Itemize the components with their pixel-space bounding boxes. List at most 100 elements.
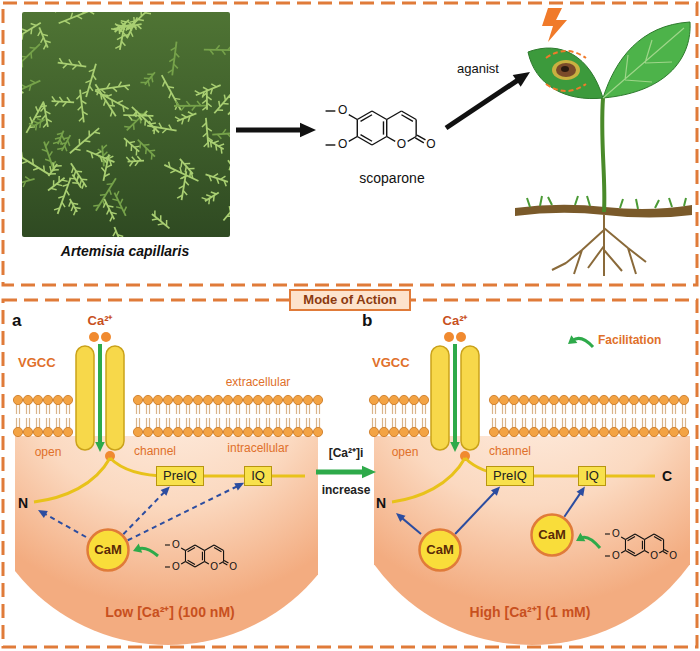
- leaflet: [202, 123, 206, 127]
- lipid-head: [419, 395, 428, 404]
- lipid-head: [13, 395, 22, 404]
- lipid-head: [499, 395, 508, 404]
- leaflet: [124, 86, 128, 90]
- lipid-tail: [632, 418, 633, 428]
- lipid-head: [233, 427, 242, 436]
- leaflet: [115, 46, 120, 49]
- leaflet: [111, 213, 117, 214]
- lipid-tail: [565, 418, 566, 428]
- lipid-tail: [149, 404, 150, 414]
- leaflet: [105, 155, 110, 158]
- leaflet: [228, 45, 230, 50]
- leaflet: [181, 114, 186, 117]
- lipid-tail: [156, 404, 157, 414]
- bond: [415, 120, 416, 137]
- leaflet: [229, 206, 230, 212]
- leaflet: [134, 146, 140, 147]
- lipid-head: [133, 395, 142, 404]
- leaflet: [77, 175, 79, 181]
- frond: [44, 142, 54, 172]
- leaflet: [117, 37, 122, 40]
- leaflet: [96, 151, 101, 154]
- lipid-tail: [256, 418, 257, 428]
- bond: [664, 550, 668, 552]
- leaflet: [127, 21, 132, 25]
- leaflet: [110, 111, 112, 117]
- lipid-head: [273, 395, 282, 404]
- lipid-tail: [319, 404, 320, 414]
- leaflet: [103, 202, 106, 207]
- lipid-tail: [259, 404, 260, 414]
- leaflet: [124, 207, 127, 212]
- frond: [22, 44, 40, 70]
- leaflet: [123, 32, 127, 37]
- lipid-tail: [236, 418, 237, 428]
- terminus-label: C: [662, 468, 672, 484]
- frond: [22, 81, 40, 94]
- leaflet: [183, 190, 187, 194]
- lipid-tail: [552, 404, 553, 414]
- lipid-tail: [625, 404, 626, 414]
- lipid-head: [389, 395, 398, 404]
- leaflet: [120, 27, 123, 32]
- lipid-head: [649, 427, 658, 436]
- lipid-head: [579, 395, 588, 404]
- lipid-tail: [289, 418, 290, 428]
- lipid-head: [243, 427, 252, 436]
- leaflet: [81, 178, 87, 180]
- leaflet: [72, 167, 74, 173]
- leaflet: [177, 195, 182, 198]
- leaflet: [32, 159, 34, 165]
- lipid-tail: [655, 418, 656, 428]
- leaflet: [180, 167, 181, 173]
- leaflet: [229, 165, 230, 171]
- lipid-tail: [562, 418, 563, 428]
- lipid-head: [519, 395, 528, 404]
- leaflet: [65, 146, 67, 152]
- lipid-tail: [286, 418, 287, 428]
- leaflet: [59, 58, 62, 63]
- lipid-tail: [246, 418, 247, 428]
- lipid-tail: [186, 404, 187, 414]
- lipid-tail: [226, 404, 227, 414]
- leaflet: [53, 169, 59, 171]
- leaflet: [72, 202, 78, 204]
- leaflet: [78, 61, 81, 66]
- leaflet: [101, 89, 105, 93]
- leaflet: [223, 103, 229, 105]
- atom-label: O: [397, 138, 406, 152]
- lipid-tail: [572, 404, 573, 414]
- lipid-head: [539, 395, 548, 404]
- lipid-tail: [19, 404, 20, 414]
- bond: [205, 545, 215, 551]
- connector-line: [564, 492, 581, 516]
- lipid-tail: [286, 404, 287, 414]
- lipid-tail: [615, 404, 616, 414]
- region-label: intracellular: [227, 442, 288, 456]
- connector-line-head: [491, 486, 500, 495]
- lipid-tail: [585, 404, 586, 414]
- domain-box: IQ: [578, 466, 606, 487]
- lipid-tail: [385, 404, 386, 414]
- lipid-tail: [256, 404, 257, 414]
- leaflet: [85, 80, 91, 82]
- leaflet: [102, 145, 106, 149]
- lipid-tail: [316, 418, 317, 428]
- leaflet: [140, 82, 146, 84]
- leaflet: [82, 183, 84, 189]
- leaflet: [216, 45, 220, 50]
- leaflet: [148, 81, 149, 87]
- leaflet: [211, 84, 216, 87]
- process-arrow-head: [513, 72, 530, 87]
- lipid-tail: [219, 418, 220, 428]
- state-label: open: [35, 446, 62, 460]
- leaflet: [213, 174, 218, 177]
- lipid-tail: [575, 404, 576, 414]
- frond: [214, 94, 230, 113]
- leaflet: [47, 119, 52, 122]
- lipid-head: [203, 395, 212, 404]
- lipid-tail: [395, 404, 396, 414]
- leaflet: [58, 176, 60, 182]
- leaflet: [57, 147, 63, 149]
- frond: [228, 160, 230, 186]
